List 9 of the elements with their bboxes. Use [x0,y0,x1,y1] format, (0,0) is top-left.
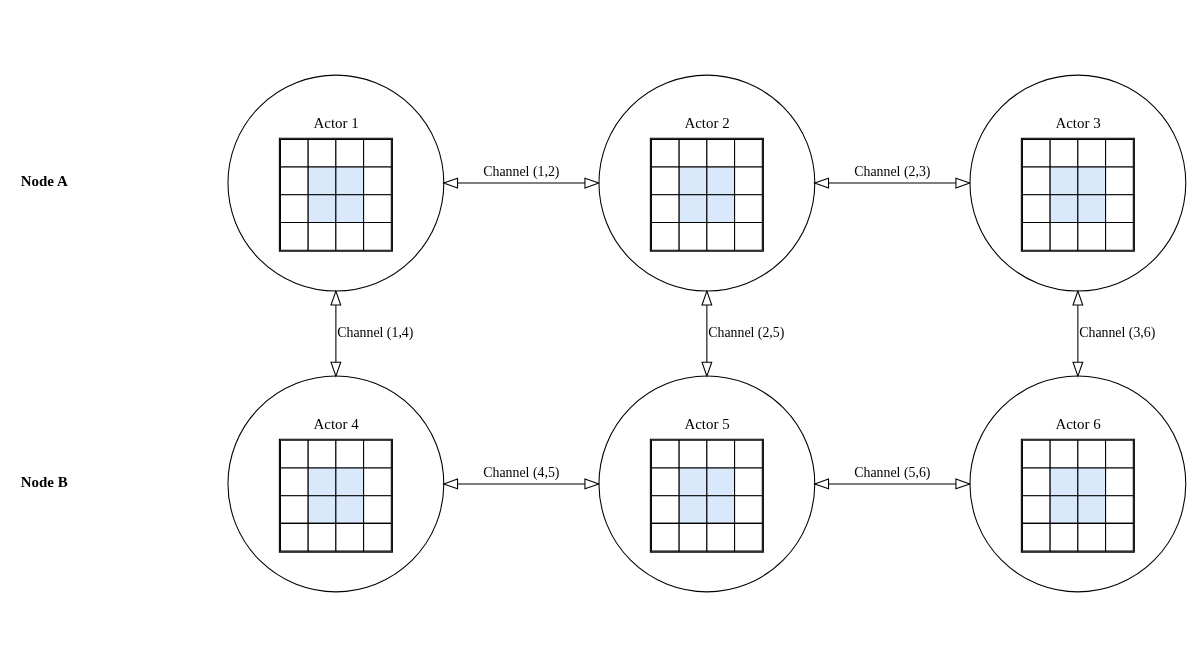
edge-label: Channel (3,6) [1079,324,1156,340]
edge-label: Channel (2,5) [708,324,785,340]
edge-label: Channel (4,5) [483,464,560,480]
label: Node A [20,172,68,189]
edge-label: Channel (1,4) [337,324,414,340]
edge-label: Channel (5,6) [854,464,931,480]
label: Node B [20,473,68,490]
edge-label: Channel (1,2) [483,163,560,179]
edge-label: Channel (2,3) [854,163,931,179]
